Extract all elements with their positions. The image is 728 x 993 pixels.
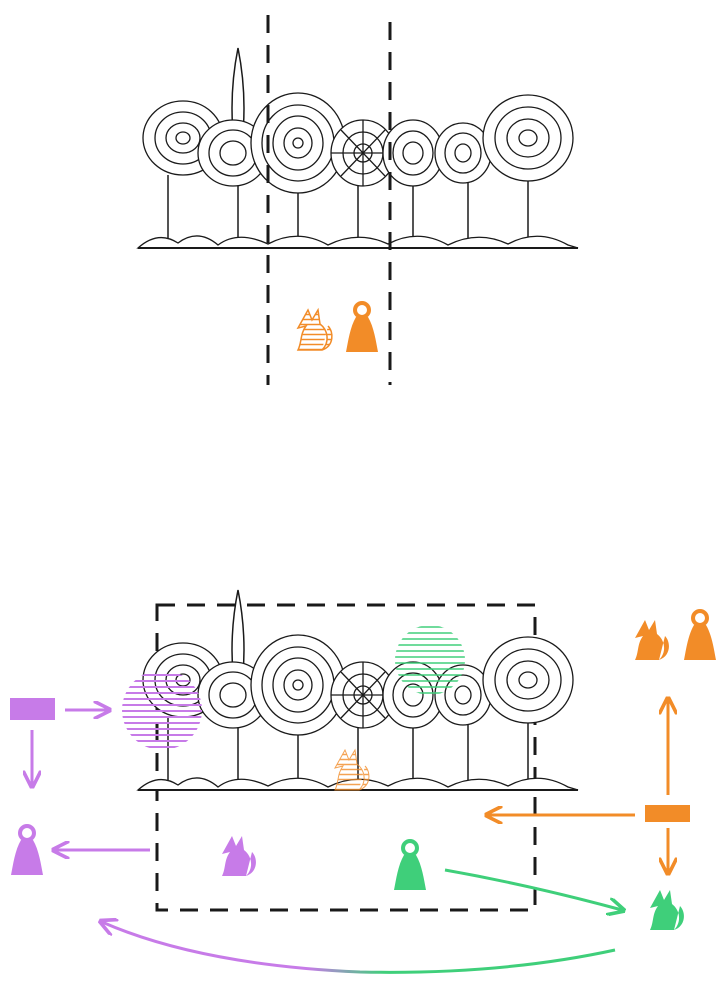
bell-icon (392, 839, 428, 892)
purple-hatched-tree-icon (122, 670, 202, 750)
forest-row (137, 589, 579, 791)
top-panel (137, 15, 579, 385)
token-rect-icon (645, 805, 690, 822)
fox-icon (635, 620, 669, 660)
bell-icon (9, 824, 45, 877)
green-hatched-tree-icon (395, 625, 465, 695)
fox-icon (334, 749, 370, 791)
fox-icon (650, 890, 684, 930)
arrow-icon (444, 868, 622, 910)
fox-icon (297, 309, 333, 351)
dashed-boundary-box (155, 603, 537, 912)
bell-icon (344, 301, 380, 354)
bottom-panel (9, 589, 718, 974)
bell-icon (682, 609, 718, 662)
arrow-icon (102, 922, 616, 974)
fox-icon (222, 836, 256, 876)
forest-row (137, 47, 579, 249)
token-rect-icon (10, 698, 55, 720)
